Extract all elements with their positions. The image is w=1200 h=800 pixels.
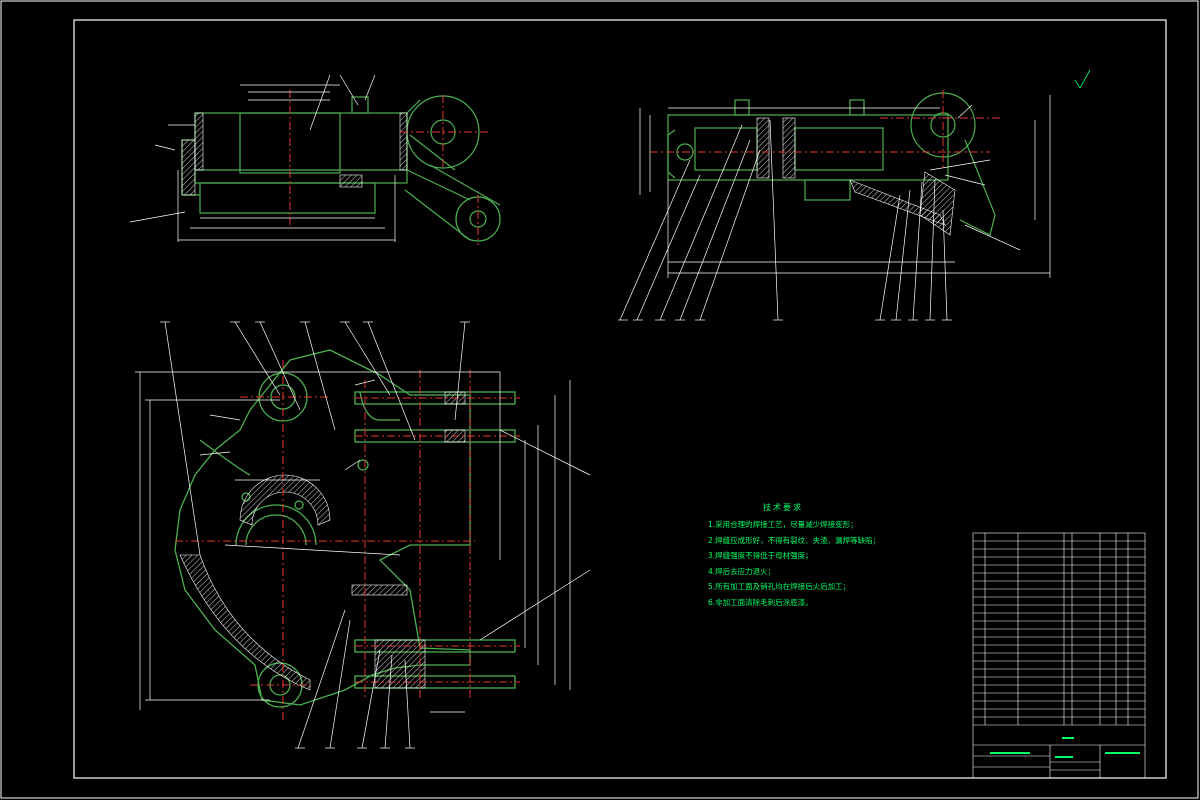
note-item: 2.焊缝应成形好，不得有裂纹、夹渣、漏焊等缺陷； [708,535,881,545]
note-item: 6.非加工面清除毛刺后涂底漆。 [708,597,813,607]
title-block-text-marks [990,737,1140,758]
main-view [135,321,591,749]
title-block [972,532,1146,779]
note-item: 4.焊后去应力退火； [708,566,776,576]
note-item: 3.焊缝强度不得低于母材强度； [708,551,813,560]
note-item: 5.所有加工面及销孔均在焊接后火后加工； [708,582,851,591]
notes-heading: 技术要求 [763,503,803,512]
top-right-view [618,90,1051,321]
top-left-view [129,74,501,245]
roughness-symbol [1074,69,1091,89]
note-item: 1.采用合理的焊接工艺，尽量减少焊接变形； [708,520,858,529]
technical-requirements: 技术要求 1.采用合理的焊接工艺，尽量减少焊接变形； 2.焊缝应成形好，不得有裂… [708,502,968,610]
